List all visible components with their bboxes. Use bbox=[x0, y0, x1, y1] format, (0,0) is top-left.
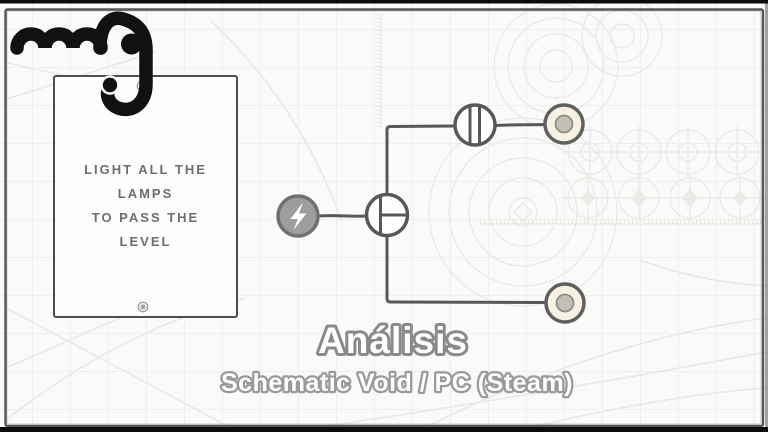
objective-card: LIGHT ALL THE LAMPS TO PASS THE LEVEL bbox=[53, 75, 238, 318]
lamp-core bbox=[555, 293, 575, 313]
diamond-circles-sketch bbox=[562, 174, 766, 222]
wire-power-to-splitter bbox=[316, 214, 369, 218]
letterbox-top bbox=[0, 0, 768, 4]
ruler-sketch bbox=[376, 14, 762, 225]
lightning-bolt-icon bbox=[290, 202, 307, 230]
lamp-top[interactable] bbox=[543, 103, 585, 145]
objective-line: TO PASS THE bbox=[91, 210, 200, 225]
wire-splitter-to-lamp-bottom bbox=[385, 232, 548, 304]
wire-splitter-to-component bbox=[385, 124, 457, 199]
video-subtitle: Schematic Void / PC (Steam) bbox=[221, 369, 573, 397]
video-title: Análisis bbox=[318, 320, 468, 361]
series-component-node[interactable] bbox=[453, 103, 497, 147]
letterbox-bottom bbox=[0, 427, 768, 432]
objective-text: LIGHT ALL THE LAMPS TO PASS THE LEVEL bbox=[55, 158, 236, 254]
lamp-bottom[interactable] bbox=[544, 282, 586, 324]
objective-line: LEVEL bbox=[119, 234, 172, 249]
circuit-wires bbox=[316, 123, 548, 304]
lamp-core bbox=[554, 114, 574, 134]
mg-logo bbox=[10, 11, 153, 117]
objective-line: LIGHT ALL THE bbox=[84, 162, 207, 177]
crosshair-circles-sketch bbox=[562, 126, 765, 178]
screw-cross-icon bbox=[137, 301, 149, 313]
power-source-node[interactable] bbox=[276, 194, 320, 238]
splitter-node[interactable] bbox=[364, 192, 410, 238]
objective-line: LAMPS bbox=[117, 186, 174, 201]
wire-component-to-lamp-top bbox=[493, 123, 547, 127]
